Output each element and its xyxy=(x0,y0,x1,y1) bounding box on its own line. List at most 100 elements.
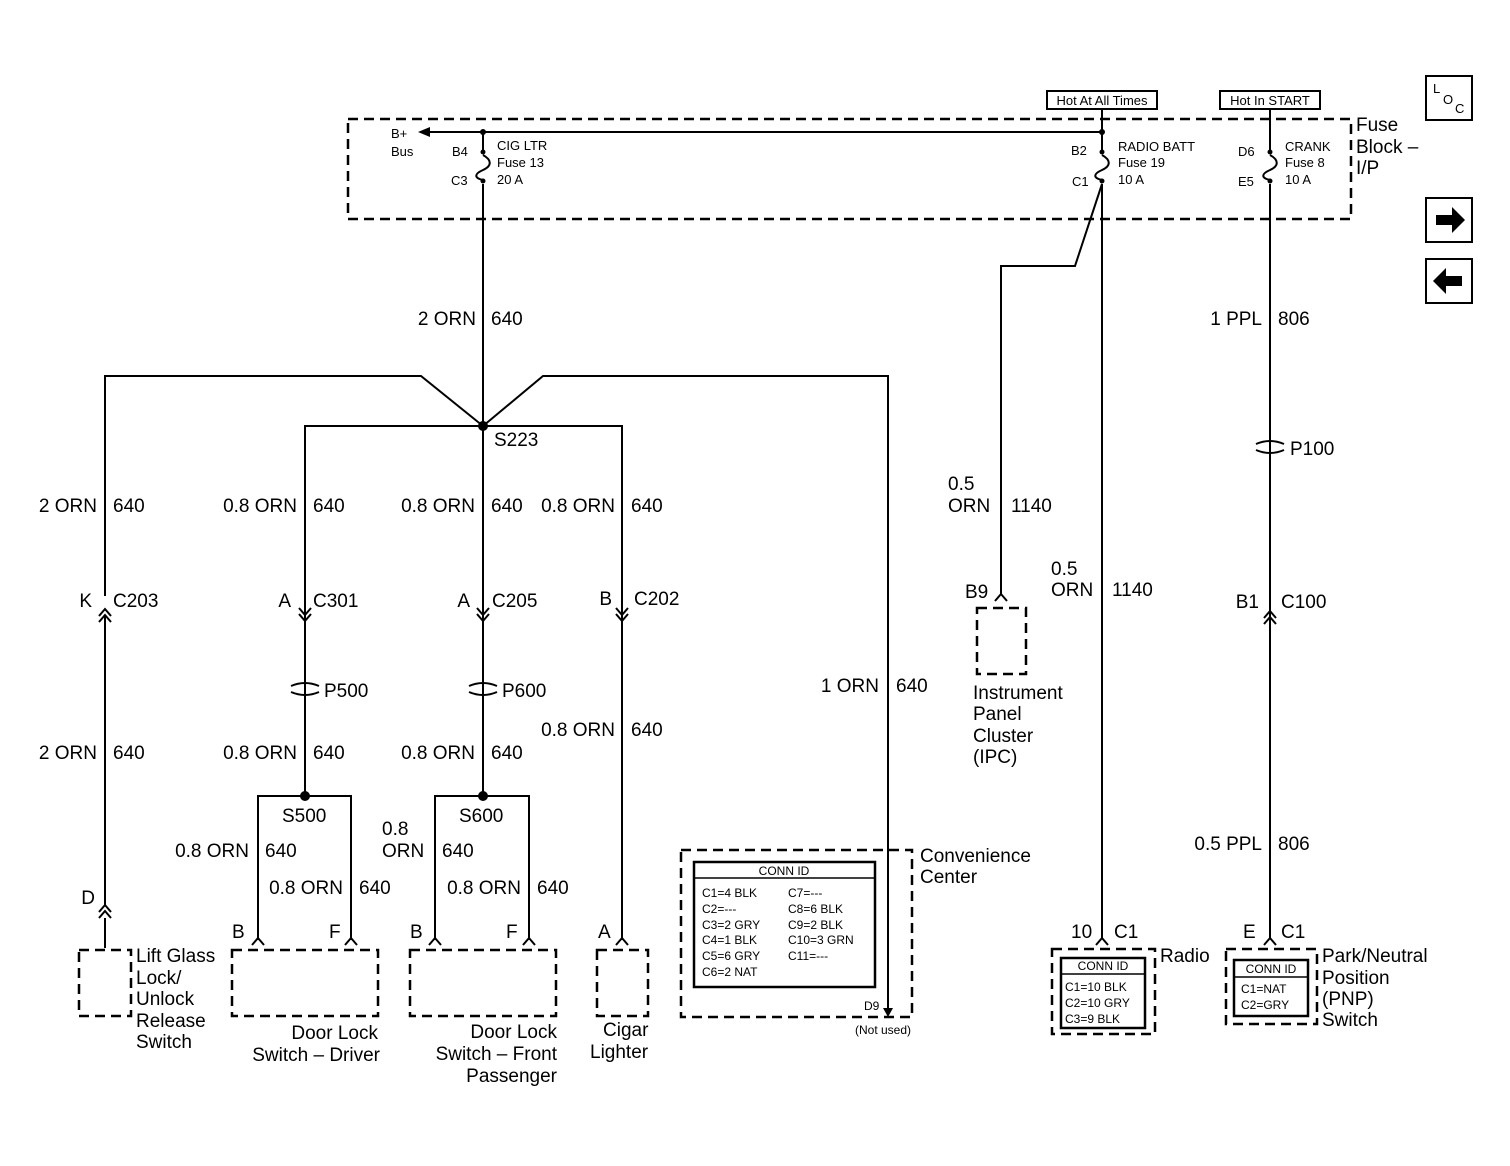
lift-glass-label: Lift Glass Lock/ Unlock Release Switch xyxy=(136,946,215,1053)
svg-text:1140: 1140 xyxy=(1011,496,1052,517)
svg-text:C1=10 BLK: C1=10 BLK xyxy=(1065,980,1127,994)
svg-text:C8=6 BLK: C8=6 BLK xyxy=(788,902,843,916)
door-lock-switch-passenger xyxy=(408,948,558,1018)
svg-text:0.8 ORN: 0.8 ORN xyxy=(401,743,475,764)
svg-text:C2=10 GRY: C2=10 GRY xyxy=(1065,996,1130,1010)
svg-text:C203: C203 xyxy=(113,591,158,612)
svg-text:10 A: 10 A xyxy=(1285,172,1311,187)
svg-text:Cluster: Cluster xyxy=(973,726,1034,747)
svg-text:640: 640 xyxy=(537,878,569,899)
svg-text:0.8 ORN: 0.8 ORN xyxy=(223,496,297,517)
cigar-lighter xyxy=(595,948,650,1018)
pin-ipc-b9 xyxy=(994,592,1008,602)
pin-driver-f xyxy=(344,936,358,946)
svg-text:640: 640 xyxy=(896,676,928,697)
svg-text:B: B xyxy=(410,922,423,943)
svg-text:Door Lock: Door Lock xyxy=(291,1023,378,1044)
svg-text:Switch: Switch xyxy=(1322,1010,1378,1031)
connector-p500: P500 xyxy=(290,681,368,702)
svg-text:Convenience: Convenience xyxy=(920,846,1031,867)
loc-button[interactable]: L O C xyxy=(1425,75,1473,121)
svg-text:640: 640 xyxy=(313,743,345,764)
svg-text:CONN ID: CONN ID xyxy=(759,864,810,878)
svg-text:CONN ID: CONN ID xyxy=(1078,959,1129,973)
svg-text:0.8 ORN: 0.8 ORN xyxy=(269,878,343,899)
svg-text:0.5: 0.5 xyxy=(1051,559,1077,580)
svg-text:C2=---: C2=--- xyxy=(702,902,736,916)
wire-convenience-branch xyxy=(482,375,889,1010)
wire-ipc-1140 xyxy=(1000,183,1103,595)
svg-text:640: 640 xyxy=(313,496,345,517)
wire-left-branch xyxy=(104,375,484,596)
svg-text:C4=1 BLK: C4=1 BLK xyxy=(702,933,757,947)
svg-text:640: 640 xyxy=(359,878,391,899)
svg-text:S500: S500 xyxy=(282,806,326,827)
svg-text:A: A xyxy=(278,591,291,612)
door-lock-switch-driver xyxy=(230,948,380,1018)
radio-conn-id-table: CONN ID C1=10 BLK C2=10 GRY C3=9 BLK xyxy=(1059,956,1147,1030)
forward-arrow-icon[interactable] xyxy=(1425,197,1473,243)
svg-text:Release: Release xyxy=(136,1011,206,1032)
svg-text:B2: B2 xyxy=(1071,143,1087,158)
pin-pnp-e xyxy=(1263,936,1277,946)
svg-text:P600: P600 xyxy=(502,681,546,702)
svg-text:Door Lock: Door Lock xyxy=(470,1022,557,1043)
svg-text:0.8 ORN: 0.8 ORN xyxy=(223,743,297,764)
svg-text:B: B xyxy=(599,589,612,610)
svg-text:B9: B9 xyxy=(965,582,988,603)
svg-text:D9: D9 xyxy=(864,999,880,1013)
svg-text:0.8 ORN: 0.8 ORN xyxy=(175,841,249,862)
svg-text:806: 806 xyxy=(1278,834,1310,855)
svg-text:A: A xyxy=(598,922,611,943)
bus-arrow-icon xyxy=(418,127,430,137)
svg-text:20 A: 20 A xyxy=(497,172,523,187)
svg-text:C202: C202 xyxy=(634,589,679,610)
svg-text:B4: B4 xyxy=(452,144,468,159)
svg-text:ORN: ORN xyxy=(1051,580,1093,601)
fuse-block-title-3: I/P xyxy=(1356,158,1379,179)
svg-text:C3: C3 xyxy=(451,173,468,188)
svg-text:E: E xyxy=(1243,922,1256,943)
svg-text:C7=---: C7=--- xyxy=(788,886,822,900)
svg-text:Switch: Switch xyxy=(136,1032,192,1053)
pin-pass-f xyxy=(522,936,536,946)
svg-text:640: 640 xyxy=(491,743,523,764)
svg-text:C3=9 BLK: C3=9 BLK xyxy=(1065,1012,1120,1026)
radio-batt-fuse: B2 C1 RADIO BATT Fuse 19 10 A xyxy=(1071,132,1195,189)
svg-text:C11=---: C11=--- xyxy=(788,949,828,963)
svg-text:F: F xyxy=(329,922,341,943)
svg-text:0.8 ORN: 0.8 ORN xyxy=(401,496,475,517)
hot-at-all-times-tag: Hot At All Times xyxy=(1046,90,1158,132)
svg-text:640: 640 xyxy=(631,720,663,741)
svg-text:640: 640 xyxy=(491,309,523,330)
svg-text:0.8: 0.8 xyxy=(382,819,408,840)
back-arrow-icon[interactable] xyxy=(1425,258,1473,304)
svg-text:C1: C1 xyxy=(1114,922,1138,943)
svg-text:640: 640 xyxy=(442,841,474,862)
svg-text:E5: E5 xyxy=(1238,174,1254,189)
svg-text:Fuse 8: Fuse 8 xyxy=(1285,155,1325,170)
pin-pass-b xyxy=(428,936,442,946)
svg-text:L: L xyxy=(1433,81,1440,96)
cig-ltr-fuse: B4 C3 CIG LTR Fuse 13 20 A xyxy=(451,132,547,188)
convenience-center xyxy=(679,848,914,1019)
pnp-conn-id-table: CONN ID C1=NAT C2=GRY xyxy=(1232,958,1310,1018)
svg-text:Cigar: Cigar xyxy=(603,1020,649,1041)
svg-text:Instrument: Instrument xyxy=(973,683,1063,704)
svg-text:CIG LTR: CIG LTR xyxy=(497,138,547,153)
svg-text:Position: Position xyxy=(1322,968,1390,989)
svg-text:C301: C301 xyxy=(313,591,358,612)
convenience-conn-id-table: CONN ID C1=4 BLK C2=--- C3=2 GRY C4=1 BL… xyxy=(692,860,877,989)
hot-in-start-tag: Hot In START xyxy=(1219,90,1321,110)
svg-text:A: A xyxy=(457,591,470,612)
svg-text:10 A: 10 A xyxy=(1118,172,1144,187)
svg-text:(PNP): (PNP) xyxy=(1322,989,1374,1010)
svg-text:C: C xyxy=(1455,101,1464,116)
svg-text:(Not used): (Not used) xyxy=(855,1023,911,1037)
svg-text:C2=GRY: C2=GRY xyxy=(1241,998,1289,1012)
svg-text:S600: S600 xyxy=(459,806,503,827)
svg-text:ORN: ORN xyxy=(382,841,424,862)
svg-text:1 ORN: 1 ORN xyxy=(821,676,879,697)
